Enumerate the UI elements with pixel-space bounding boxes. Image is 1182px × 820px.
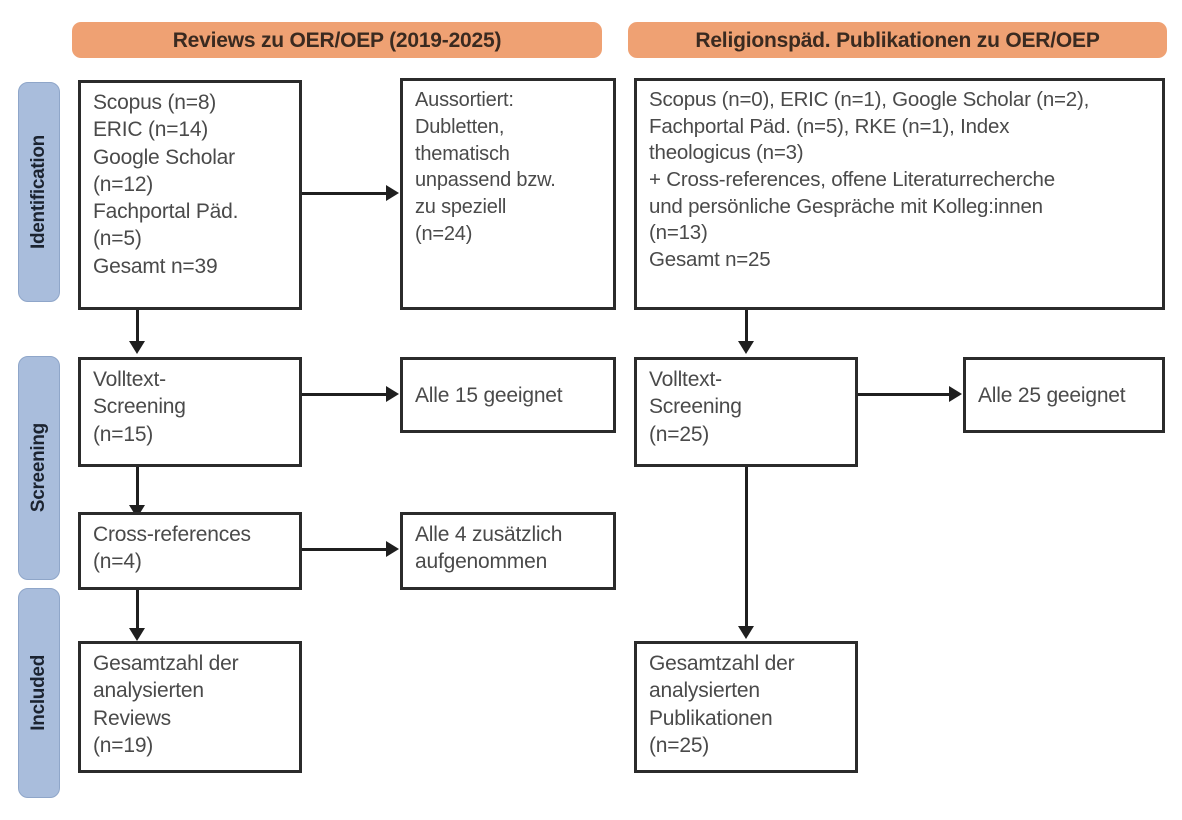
connector-left-identification-to-excluded: [302, 192, 386, 195]
stage-bar-identification: Identification: [18, 82, 60, 302]
left-cross-references-result-box: Alle 4 zusätzlich aufgenommen: [400, 512, 616, 590]
arrowhead-left-screening-to-result: [386, 386, 399, 402]
left-excluded-box: Aussortiert: Dubletten, thematisch unpas…: [400, 78, 616, 310]
left-identification-sources-box: Scopus (n=8) ERIC (n=14) Google Scholar …: [78, 80, 302, 310]
arrowhead-left-crossrefs-to-included: [129, 628, 145, 641]
connector-left-crossrefs-to-result: [302, 548, 386, 551]
left-included-total-box: Gesamtzahl der analysierten Reviews (n=1…: [78, 641, 302, 773]
right-identification-sources-box: Scopus (n=0), ERIC (n=1), Google Scholar…: [634, 78, 1165, 310]
left-screening-result-box: Alle 15 geeignet: [400, 357, 616, 433]
arrowhead-right-screening-to-result: [949, 386, 962, 402]
connector-left-screening-to-crossrefs: [136, 467, 139, 507]
connector-right-identification-to-screening: [745, 310, 748, 343]
stage-label-identification: Identification: [28, 134, 49, 250]
arrowhead-left-crossrefs-to-result: [386, 541, 399, 557]
right-fulltext-screening-box: Volltext- Screening (n=25): [634, 357, 858, 467]
left-cross-references-box: Cross-references (n=4): [78, 512, 302, 590]
arrowhead-left-identification-to-excluded: [386, 185, 399, 201]
connector-right-screening-to-included: [745, 467, 748, 628]
left-fulltext-screening-box: Volltext- Screening (n=15): [78, 357, 302, 467]
stage-bar-screening: Screening: [18, 356, 60, 580]
stage-label-screening: Screening: [28, 423, 49, 513]
arrowhead-right-screening-to-included: [738, 626, 754, 639]
column-header-right: Religionspäd. Publikationen zu OER/OEP: [628, 22, 1167, 58]
connector-left-screening-to-result: [302, 393, 386, 396]
connector-left-crossrefs-to-included: [136, 590, 139, 630]
arrowhead-left-identification-to-screening: [129, 341, 145, 354]
connector-right-screening-to-result: [858, 393, 949, 396]
stage-label-included: Included: [28, 655, 49, 731]
right-included-total-box: Gesamtzahl der analysierten Publikatione…: [634, 641, 858, 773]
arrowhead-right-identification-to-screening: [738, 341, 754, 354]
connector-left-identification-to-screening: [136, 310, 139, 343]
right-screening-result-box: Alle 25 geeignet: [963, 357, 1165, 433]
stage-bar-included: Included: [18, 588, 60, 798]
column-header-left: Reviews zu OER/OEP (2019-2025): [72, 22, 602, 58]
